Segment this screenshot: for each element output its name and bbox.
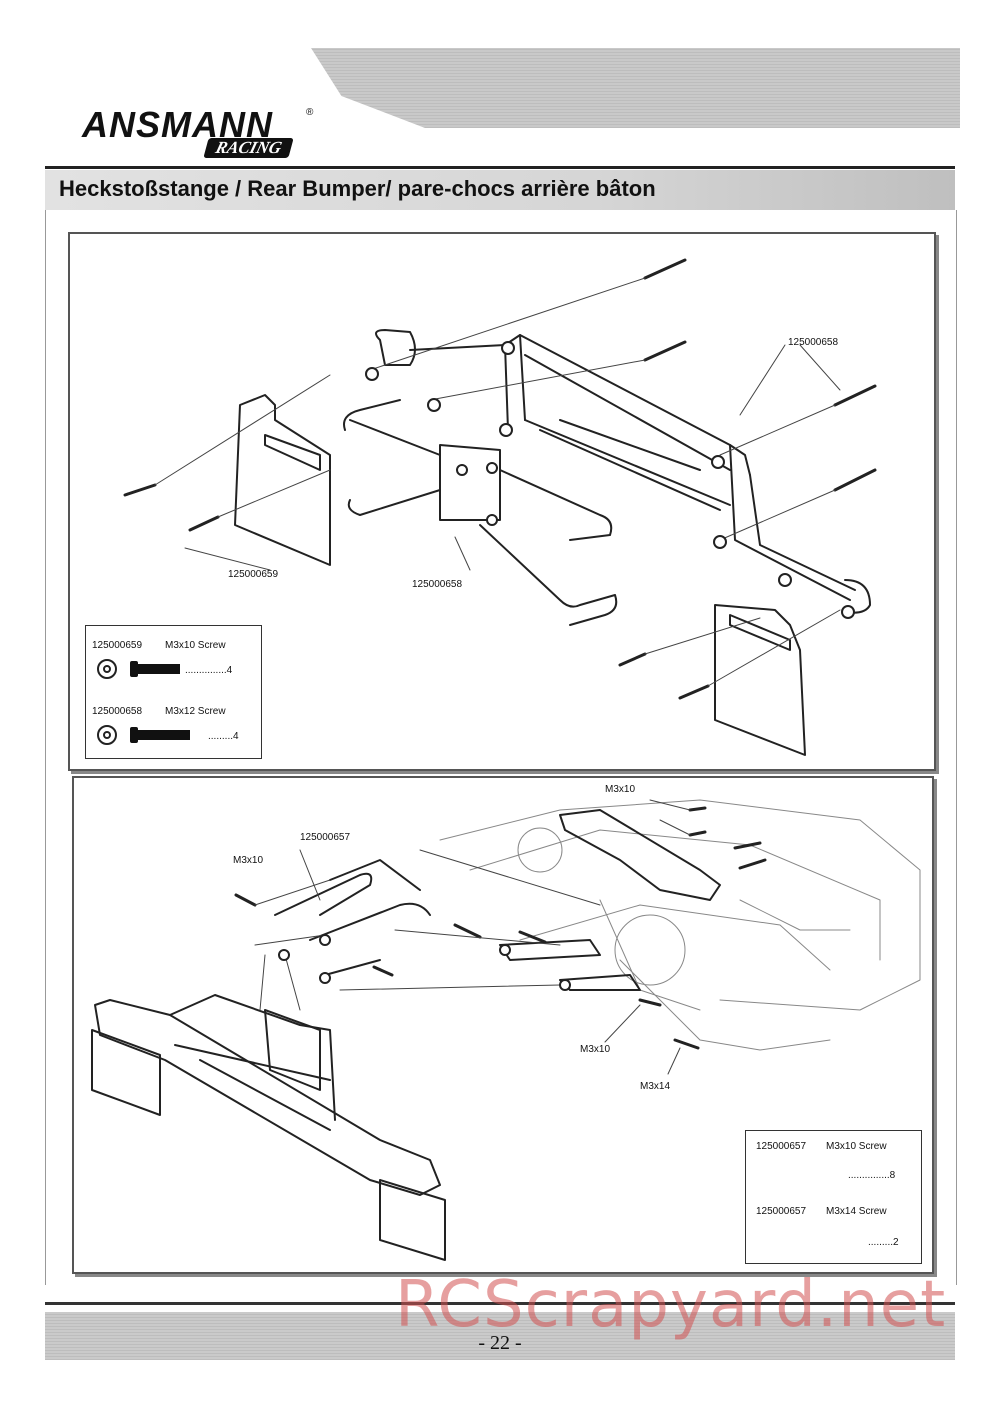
bumper-mount	[439, 444, 501, 521]
bottom-mud-flap-right	[379, 1179, 446, 1261]
callout-m3x10-left: M3x10	[233, 855, 264, 866]
diagram-panel-assembly	[72, 776, 934, 1274]
legend-bottom-row2-qty: .........2	[868, 1237, 899, 1248]
legend-top-row1-desc: M3x10 Screw	[165, 640, 226, 651]
callout-m3x10-lower: M3x10	[580, 1044, 611, 1055]
callout-part-right: 125000658	[788, 337, 839, 348]
legend-top-row2-qty: .........4	[208, 731, 239, 742]
title-bar	[45, 170, 955, 210]
footer-band	[45, 1312, 955, 1360]
bottom-mud-flap-left	[91, 1029, 161, 1116]
legend-top-row2-desc: M3x12 Screw	[165, 706, 226, 717]
legend-top-row1-part: 125000659	[92, 640, 143, 651]
washer-icon	[97, 659, 117, 679]
legend-bottom-row1-desc: M3x10 Screw	[826, 1141, 887, 1152]
legend-bottom-row2-desc: M3x14 Screw	[826, 1206, 887, 1217]
header-rule	[45, 166, 955, 169]
mud-flap-right	[714, 604, 806, 756]
callout-part-top: 125000657	[300, 832, 351, 843]
legend-bottom-row1-qty: ...............8	[848, 1170, 896, 1181]
bumper-top-bar	[375, 329, 416, 366]
shock-brace	[559, 809, 721, 901]
section-title: Heckstoßstange / Rear Bumper/ pare-chocs…	[59, 176, 656, 201]
callout-part-left-plate: 125000659	[228, 569, 279, 580]
watermark: RCScrapyard.net	[395, 1268, 947, 1342]
legend-bottom-row1-part: 125000657	[756, 1141, 807, 1152]
callout-part-center: 125000658	[412, 579, 463, 590]
footer-rule	[45, 1302, 955, 1305]
washer-icon	[97, 725, 117, 745]
rear-bumper-assembled	[94, 999, 441, 1196]
callout-m3x14: M3x14	[640, 1081, 671, 1092]
callout-m3x10-top: M3x10	[605, 784, 636, 795]
registered-mark: ®	[306, 107, 314, 118]
legend-top-row1-qty: ...............4	[185, 665, 233, 676]
parts-legend-bottom	[745, 1130, 922, 1264]
mud-flap-left	[234, 394, 331, 566]
page-number: - 22 -	[478, 1332, 522, 1354]
screw-icon	[130, 661, 138, 677]
screw-icon	[130, 727, 138, 743]
legend-bottom-row2-part: 125000657	[756, 1206, 807, 1217]
legend-top-row2-part: 125000658	[92, 706, 143, 717]
